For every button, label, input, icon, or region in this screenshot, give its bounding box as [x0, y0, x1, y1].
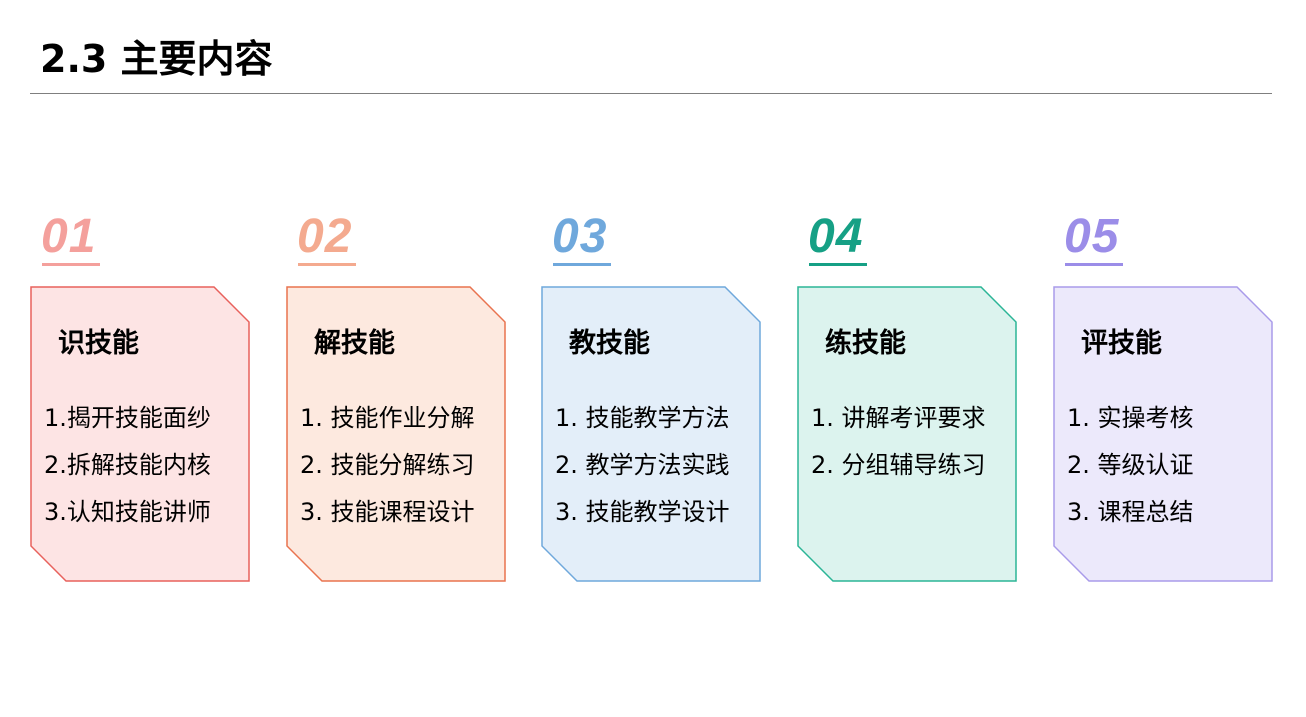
list-item: 3. 课程总结 [1067, 498, 1194, 526]
list-item: 2.拆解技能内核 [44, 451, 211, 479]
card-item-list: 1. 实操考核 2. 等级认证 3. 课程总结 [1067, 395, 1194, 536]
card-background [541, 286, 761, 582]
card-title: 教技能 [569, 328, 650, 359]
list-item: 3. 技能教学设计 [555, 498, 730, 526]
card-2: 02 解技能 1. 技能作业分解 2. 技能分解练习 3. 技能课程设计 [286, 0, 506, 717]
card-number-underline [553, 263, 611, 266]
list-item: 2. 教学方法实践 [555, 451, 730, 479]
card-number-underline [42, 263, 100, 266]
card-number: 03 [552, 210, 608, 263]
card-number: 04 [808, 210, 864, 263]
card-title: 解技能 [314, 328, 395, 359]
list-item: 2. 等级认证 [1067, 451, 1194, 479]
list-item: 3.认知技能讲师 [44, 498, 211, 526]
list-item: 2. 技能分解练习 [300, 451, 475, 479]
card-number: 02 [297, 210, 353, 263]
card-title: 识技能 [58, 328, 139, 359]
list-item: 1. 技能教学方法 [555, 404, 730, 432]
card-3: 03 教技能 1. 技能教学方法 2. 教学方法实践 3. 技能教学设计 [541, 0, 761, 717]
card-number-underline [298, 263, 356, 266]
title-divider [30, 93, 1272, 94]
card-4: 04 练技能 1. 讲解考评要求 2. 分组辅导练习 [797, 0, 1017, 717]
card-title: 评技能 [1081, 328, 1162, 359]
card-number: 01 [41, 210, 97, 263]
card-background [1053, 286, 1273, 582]
card-5: 05 评技能 1. 实操考核 2. 等级认证 3. 课程总结 [1053, 0, 1273, 717]
card-background [286, 286, 506, 582]
card-item-list: 1.揭开技能面纱 2.拆解技能内核 3.认知技能讲师 [44, 395, 211, 536]
card-item-list: 1. 技能作业分解 2. 技能分解练习 3. 技能课程设计 [300, 395, 475, 536]
list-item: 3. 技能课程设计 [300, 498, 475, 526]
list-item: 1. 实操考核 [1067, 404, 1194, 432]
card-number-underline [809, 263, 867, 266]
card-item-list: 1. 讲解考评要求 2. 分组辅导练习 [811, 395, 986, 489]
card-background [30, 286, 250, 582]
card-1: 01 识技能 1.揭开技能面纱 2.拆解技能内核 3.认知技能讲师 [30, 0, 250, 717]
card-number: 05 [1064, 210, 1120, 263]
page-title: 2.3 主要内容 [40, 37, 273, 81]
list-item: 2. 分组辅导练习 [811, 451, 986, 479]
card-background [797, 286, 1017, 582]
card-number-underline [1065, 263, 1123, 266]
card-title: 练技能 [825, 328, 906, 359]
list-item: 1.揭开技能面纱 [44, 404, 211, 432]
list-item: 1. 技能作业分解 [300, 404, 475, 432]
list-item: 1. 讲解考评要求 [811, 404, 986, 432]
card-item-list: 1. 技能教学方法 2. 教学方法实践 3. 技能教学设计 [555, 395, 730, 536]
